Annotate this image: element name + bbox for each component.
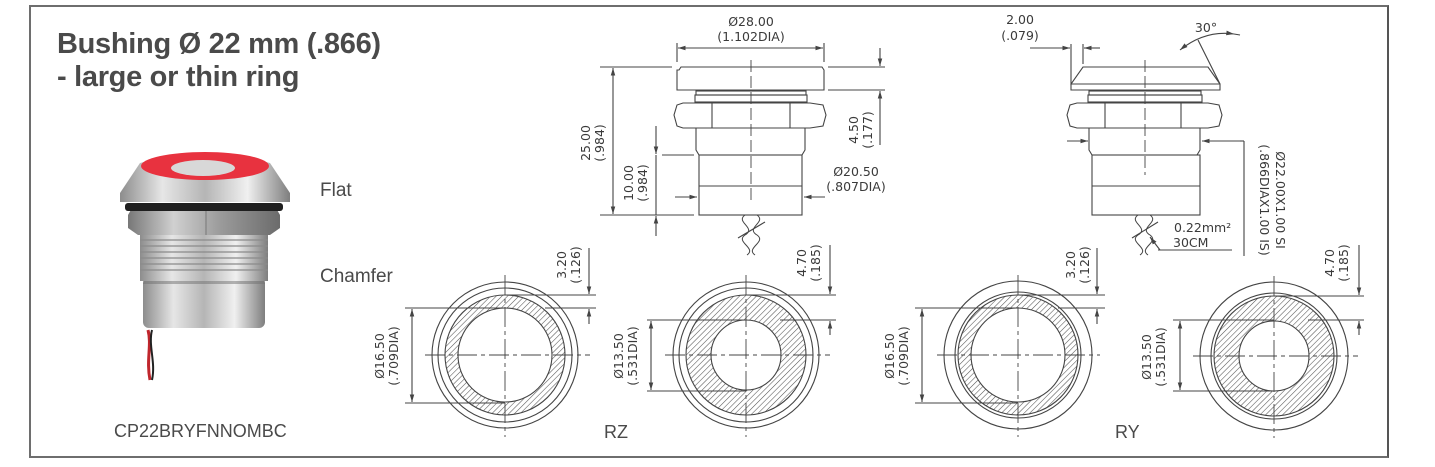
top-view-chamfer-large <box>915 248 1105 437</box>
svg-text:30CM: 30CM <box>1173 235 1208 250</box>
top-view-chamfer-thin <box>1173 245 1364 438</box>
top-view-flat-large <box>405 248 596 437</box>
label-rz: RZ <box>604 422 628 442</box>
product-photo <box>120 152 290 381</box>
side-view-chamfer-dims: 2.00 (.079) 30° 0.22mm² 30CM Ø22.00X1.00… <box>1001 12 1288 256</box>
svg-text:3.20: 3.20 <box>554 251 569 279</box>
top-view-flat-thin <box>647 245 836 437</box>
svg-text:2.00: 2.00 <box>1006 12 1034 27</box>
svg-text:(.126): (.126) <box>568 246 583 284</box>
svg-text:4.70: 4.70 <box>1322 249 1337 277</box>
svg-text:4.50: 4.50 <box>846 116 861 144</box>
svg-text:(.866DIAX1.00 IS): (.866DIAX1.00 IS) <box>1257 144 1272 255</box>
svg-text:Ø20.50: Ø20.50 <box>833 164 879 179</box>
svg-text:(.079): (.079) <box>1001 28 1039 43</box>
svg-text:(.807DIA): (.807DIA) <box>826 179 885 194</box>
svg-text:(.126): (.126) <box>1077 246 1092 284</box>
side-view-flat-dims: Ø28.00 (1.102DIA) 25.00 (.984) 10.00 (.9… <box>578 14 886 202</box>
svg-text:3.20: 3.20 <box>1063 251 1078 279</box>
svg-text:(.531DIA): (.531DIA) <box>625 326 640 385</box>
svg-text:Ø13.50: Ø13.50 <box>1139 334 1154 380</box>
svg-text:(.709DIA): (.709DIA) <box>896 326 911 385</box>
svg-text:(.531DIA): (.531DIA) <box>1153 327 1168 386</box>
page-title: Bushing Ø 22 mm (.866) - large or thin r… <box>57 28 381 94</box>
svg-text:Ø13.50: Ø13.50 <box>611 333 626 379</box>
svg-text:Ø16.50: Ø16.50 <box>882 333 897 379</box>
svg-text:10.00: 10.00 <box>621 165 636 201</box>
svg-text:Ø28.00: Ø28.00 <box>728 14 774 29</box>
label-chamfer: Chamfer <box>320 266 393 287</box>
diagram-frame <box>29 5 1389 458</box>
svg-text:(1.102DIA): (1.102DIA) <box>717 29 784 44</box>
svg-text:(.185): (.185) <box>808 244 823 282</box>
side-view-flat <box>600 43 885 256</box>
side-view-chamfer <box>1030 30 1245 256</box>
part-number: CP22BRYFNNOMBC <box>114 421 287 441</box>
svg-text:4.70: 4.70 <box>794 249 809 277</box>
title-line-1: Bushing Ø 22 mm (.866) <box>57 28 381 60</box>
title-line-2: - large or thin ring <box>57 61 300 93</box>
svg-text:(.185): (.185) <box>1336 244 1351 282</box>
svg-text:0.22mm²: 0.22mm² <box>1174 220 1231 235</box>
svg-text:25.00: 25.00 <box>578 125 593 161</box>
svg-text:(.984): (.984) <box>635 164 650 202</box>
svg-text:(.177): (.177) <box>860 111 875 149</box>
label-ry: RY <box>1115 422 1140 442</box>
svg-text:Ø22.00X1.00 SI: Ø22.00X1.00 SI <box>1273 151 1288 249</box>
svg-text:(.984): (.984) <box>592 124 607 162</box>
svg-text:30°: 30° <box>1195 20 1217 35</box>
svg-text:(.709DIA): (.709DIA) <box>386 326 401 385</box>
label-flat: Flat <box>320 180 352 201</box>
svg-text:Ø16.50: Ø16.50 <box>372 333 387 379</box>
